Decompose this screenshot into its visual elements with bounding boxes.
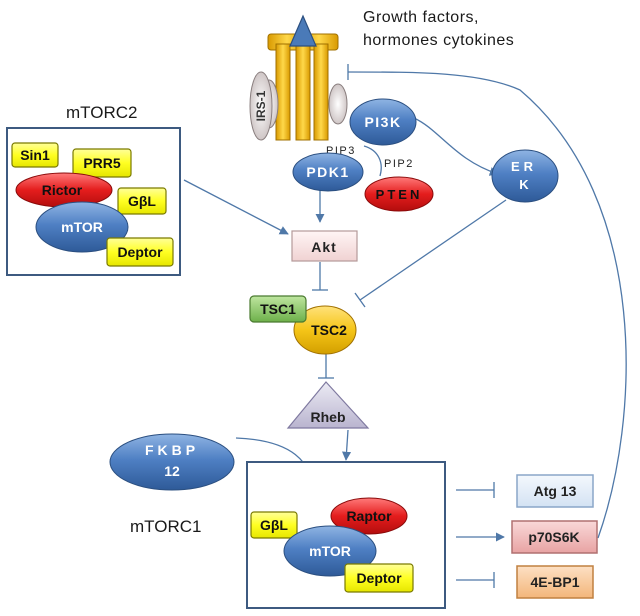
tsc2-label: TSC2: [311, 322, 347, 338]
receptor-membrane-right: [328, 83, 348, 125]
atg13-label: Atg 13: [534, 483, 577, 499]
receptor-leg-3: [313, 43, 329, 141]
erk-to-tsc2-line: [359, 199, 507, 301]
mtorc2-mtor-node: [35, 201, 129, 253]
erk-node: [491, 149, 559, 203]
mtorc1-gbl-label: GβL: [260, 517, 288, 533]
4ebp1-label: 4E-BP1: [530, 574, 579, 590]
mtorc2-deptor-box: [106, 237, 174, 267]
erk-label-line2: K: [519, 177, 529, 192]
tsc1-label: TSC1: [260, 301, 296, 317]
pten-node: [364, 176, 434, 212]
mtorc1-raptor-node: [330, 497, 408, 535]
pip-curve: [363, 145, 382, 177]
mtorc1-complex: Raptor GβL mTOR Deptor: [250, 497, 414, 593]
receptor: IRS-1: [249, 14, 348, 141]
mtorc2-to-akt-arrow: [183, 179, 289, 235]
growth-factors-line2: hormones cytokines: [363, 32, 514, 49]
tsc2-node: [293, 305, 357, 355]
mtorc1-deptor-box: [344, 563, 414, 593]
pten-label: PTEN: [376, 187, 423, 202]
pdk1-node: [292, 152, 364, 192]
pip2-label: PIP2: [384, 158, 414, 170]
receptor-leg-2: [295, 43, 311, 141]
rheb-node: [286, 381, 370, 429]
mtorc1-title: mTORC1: [130, 517, 201, 536]
akt-node: [291, 230, 358, 262]
mtorc2-sin1-label: Sin1: [20, 147, 50, 163]
mtorc2-rictor-label: Rictor: [42, 182, 83, 198]
tsc1-node: [249, 295, 307, 323]
pi3k-node: [349, 98, 417, 146]
pdk1-label: PDK1: [306, 164, 349, 180]
erk-label-line1: ER: [511, 159, 537, 174]
atg13-node: [516, 474, 594, 508]
mtorc1-mtor-label: mTOR: [309, 543, 351, 559]
fkbp12-label-line1: FKBP: [145, 442, 199, 458]
mtorc1-gbl-box: [250, 511, 298, 539]
irs1-label: IRS-1: [254, 90, 268, 121]
mtorc2-complex: Sin1 PRR5 Rictor GβL mTOR Deptor: [11, 142, 174, 267]
fkbp12-label-line2: 12: [164, 463, 180, 479]
mtorc2-sin1-box: [11, 142, 59, 168]
mtorc2-prr5-label: PRR5: [83, 155, 121, 171]
p70s6k-label: p70S6K: [528, 529, 579, 545]
growth-factors-line1: Growth factors,: [363, 9, 479, 26]
p70s6k-feedback-line: [347, 71, 627, 539]
mtorc2-gbl-label: GβL: [128, 193, 156, 209]
rheb-label: Rheb: [311, 409, 346, 425]
receptor-leg-1: [275, 43, 291, 141]
4ebp1-node: [516, 565, 594, 599]
p70s6k-node: [511, 520, 598, 554]
connections: [183, 64, 627, 588]
akt-label: Akt: [311, 239, 337, 255]
mtorc2-deptor-label: Deptor: [117, 244, 163, 260]
mtorc2-title: mTORC2: [66, 103, 137, 122]
pi3k-label: PI3K: [364, 114, 401, 130]
ligand-triangle: [289, 14, 317, 47]
mtorc2-prr5-box: [72, 148, 132, 178]
mtorc1-raptor-label: Raptor: [346, 508, 392, 524]
fkbp12-node: [109, 433, 235, 491]
irs1-node: [249, 71, 273, 141]
mtorc2-mtor-label: mTOR: [61, 219, 103, 235]
pi3k-to-erk-arrow: [413, 117, 499, 176]
mtorc2-gbl-box: [117, 187, 167, 215]
mtorc1-deptor-label: Deptor: [356, 570, 402, 586]
erk-to-tsc2-bar: [354, 292, 366, 308]
rheb-to-mtorc1-arrow: [342, 429, 352, 461]
